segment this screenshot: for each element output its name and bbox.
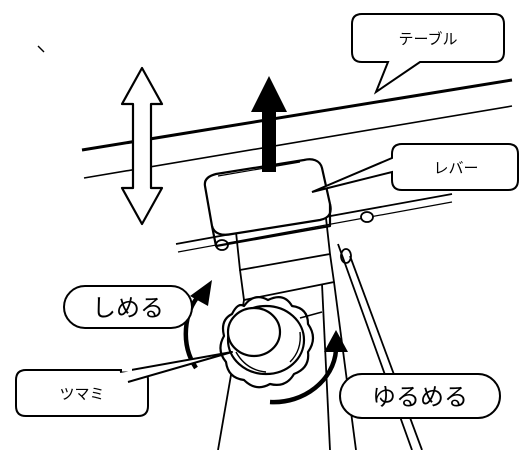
bubble-tighten: しめる bbox=[63, 285, 193, 329]
plate-hole-right bbox=[360, 211, 374, 223]
callout-lever: レバー bbox=[311, 143, 519, 193]
callout-table-label: テーブル bbox=[398, 30, 457, 48]
bubble-tighten-label: しめる bbox=[92, 294, 164, 322]
edge-mark bbox=[37, 45, 45, 53]
lever bbox=[203, 158, 332, 248]
knob bbox=[219, 295, 323, 389]
tighten-arrow bbox=[183, 280, 212, 370]
height-adjust-arrow bbox=[120, 66, 164, 226]
bubble-loosen-label: ゆるめる bbox=[372, 383, 468, 411]
callout-knob-label: ツマミ bbox=[59, 385, 104, 403]
callout-table: テーブル bbox=[351, 13, 505, 95]
loosen-arrow bbox=[269, 330, 348, 405]
callout-lever-label: レバー bbox=[433, 159, 478, 177]
bubble-loosen: ゆるめる bbox=[339, 373, 501, 419]
callout-knob: ツマミ bbox=[15, 351, 233, 417]
lift-arrow bbox=[251, 76, 287, 172]
table-edge bbox=[81, 78, 513, 179]
